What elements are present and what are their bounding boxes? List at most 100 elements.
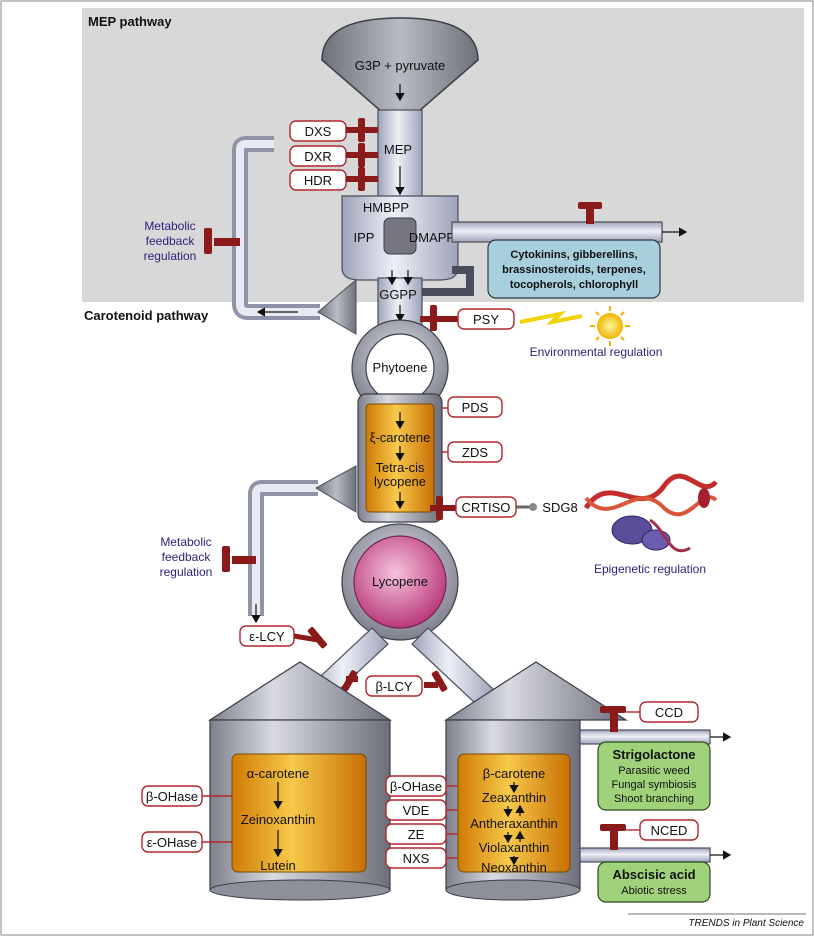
g3p-pyruvate-label: G3P + pyruvate: [355, 58, 445, 73]
lightning-icon: [519, 310, 583, 326]
enzyme-psy: PSY: [420, 305, 515, 331]
feedback-top-line-2: feedback: [146, 234, 196, 248]
environmental-regulation-label: Environmental regulation: [530, 345, 663, 359]
enzyme-nxs: NXS: [385, 847, 458, 869]
psy-label: PSY: [473, 312, 499, 327]
dmapp-label: DMAPP: [409, 230, 455, 245]
enzyme-e-ohase: ε-OHase: [141, 831, 232, 853]
feedback-valve-top-stem: [214, 238, 240, 246]
mep-label: MEP: [384, 142, 412, 157]
strigolactone-box: [597, 741, 711, 811]
zeinoxanthin-label: Zeinoxanthin: [241, 812, 315, 827]
enzyme-zds: ZDS: [442, 441, 503, 463]
dmapp-return-pipe: [422, 266, 474, 296]
strigolactone-title: Strigolactone: [612, 747, 695, 762]
crtiso-label: CRTISO: [462, 500, 511, 515]
terpenoid-pipe: [451, 221, 663, 243]
terpenoid-line-3: tocopherols, chlorophyll: [510, 279, 638, 291]
feedback-top-line-3: regulation: [144, 249, 197, 263]
enzyme-dxr: DXR: [289, 143, 378, 167]
enzyme-ze: ZE: [385, 823, 458, 845]
zeaxanthin-label: Zeaxanthin: [482, 790, 546, 805]
terpenoid-valve: [586, 208, 594, 224]
e-ohase-label: ε-OHase: [147, 835, 198, 850]
antheraxanthin-label: Antheraxanthin: [470, 816, 557, 831]
enzyme-ccd: CCD: [600, 701, 699, 732]
beta-carotene-label: β-carotene: [483, 766, 545, 781]
left-silo-content: [231, 753, 367, 873]
tetra-cis-label-1: Tetra-cis: [375, 460, 425, 475]
nced-pipe: [579, 847, 711, 863]
b-ohase-left-label: β-OHase: [146, 789, 198, 804]
enzyme-pds: PDS: [442, 396, 503, 418]
nxs-label: NXS: [403, 851, 430, 866]
dxr-label: DXR: [304, 149, 331, 164]
neoxanthin-label: Neoxanthin: [481, 860, 547, 875]
e-lcy-label: ε-LCY: [249, 629, 285, 644]
hdr-label: HDR: [304, 173, 332, 188]
feedback-valve-mid: [222, 546, 230, 572]
epigenetic-regulation-label: Epigenetic regulation: [594, 562, 706, 576]
right-silo-base: [445, 879, 581, 901]
terpenoid-valve-handle: [578, 202, 602, 209]
enzyme-b-lcy: β-LCY: [341, 670, 448, 697]
phytoene-label: Phytoene: [373, 360, 428, 375]
sun-rays-icon: [590, 306, 630, 346]
strigolactone-item-3: Shoot branching: [614, 793, 694, 805]
input-funnel: [321, 17, 479, 113]
feedback-valve-top: [204, 228, 212, 254]
feedback-funnel-top: [317, 278, 357, 335]
sun-icon: [597, 313, 623, 339]
lutein-label: Lutein: [260, 858, 295, 873]
ipp-label: IPP: [354, 230, 375, 245]
carotenoid-pathway-header: Carotenoid pathway: [84, 308, 209, 323]
enzyme-b-ohase-right: β-OHase: [385, 775, 458, 797]
chromatin-dna-icon: [583, 473, 718, 553]
abscisic-acid-box: [597, 861, 711, 903]
footer-credit: TRENDS in Plant Science: [688, 918, 804, 929]
feedback-mid-line-1: Metabolic: [160, 535, 211, 549]
dxs-label: DXS: [305, 124, 332, 139]
enzyme-dxs: DXS: [289, 118, 378, 142]
feedback-mid-line-2: feedback: [162, 550, 212, 564]
tetra-cis-label-2: lycopene: [374, 474, 426, 489]
mep-pathway-header: MEP pathway: [88, 14, 172, 29]
nced-label: NCED: [651, 823, 688, 838]
terpenoid-line-1: Cytokinins, gibberellins,: [510, 249, 637, 261]
enzyme-hdr: HDR: [289, 167, 378, 191]
enzyme-e-lcy: ε-LCY: [239, 625, 327, 649]
ze-label: ZE: [408, 827, 425, 842]
violaxanthin-label: Violaxanthin: [479, 840, 550, 855]
pds-label: PDS: [462, 400, 489, 415]
feedback-top-line-1: Metabolic: [144, 219, 195, 233]
sdg8-label: SDG8: [542, 500, 577, 515]
b-ohase-right-label: β-OHase: [390, 779, 442, 794]
isomerase-block: [383, 217, 417, 255]
feedback-mid-line-3: regulation: [160, 565, 213, 579]
vde-label: VDE: [403, 803, 430, 818]
abscisic-acid-item-1: Abiotic stress: [621, 885, 687, 897]
strigolactone-item-1: Parasitic weed: [618, 765, 690, 777]
right-silo-content: [457, 753, 571, 873]
xi-carotene-label: ξ-carotene: [370, 430, 431, 445]
hmbpp-label: HMBPP: [363, 200, 409, 215]
feedback-valve-mid-stem: [232, 556, 256, 564]
alpha-carotene-label: α-carotene: [247, 766, 309, 781]
lycopene-label: Lycopene: [372, 574, 428, 589]
enzyme-crtiso: CRTISO: [430, 496, 537, 520]
left-silo-base: [209, 879, 391, 901]
enzyme-nced: NCED: [600, 819, 699, 850]
terpenoid-products-box: [487, 239, 661, 299]
ccd-label: CCD: [655, 705, 683, 720]
b-lcy-label: β-LCY: [375, 679, 412, 694]
lycopene-core: [353, 535, 447, 629]
feedback-pipe-top-highlight: [236, 140, 320, 316]
feedback-funnel-mid: [314, 465, 357, 513]
abscisic-acid-title: Abscisic acid: [612, 867, 695, 882]
strigolactone-item-2: Fungal symbiosis: [612, 779, 697, 791]
feedback-pipe-mid-highlight: [252, 484, 318, 616]
zds-label: ZDS: [462, 445, 488, 460]
terpenoid-line-2: brassinosteroids, terpenes,: [502, 264, 646, 276]
